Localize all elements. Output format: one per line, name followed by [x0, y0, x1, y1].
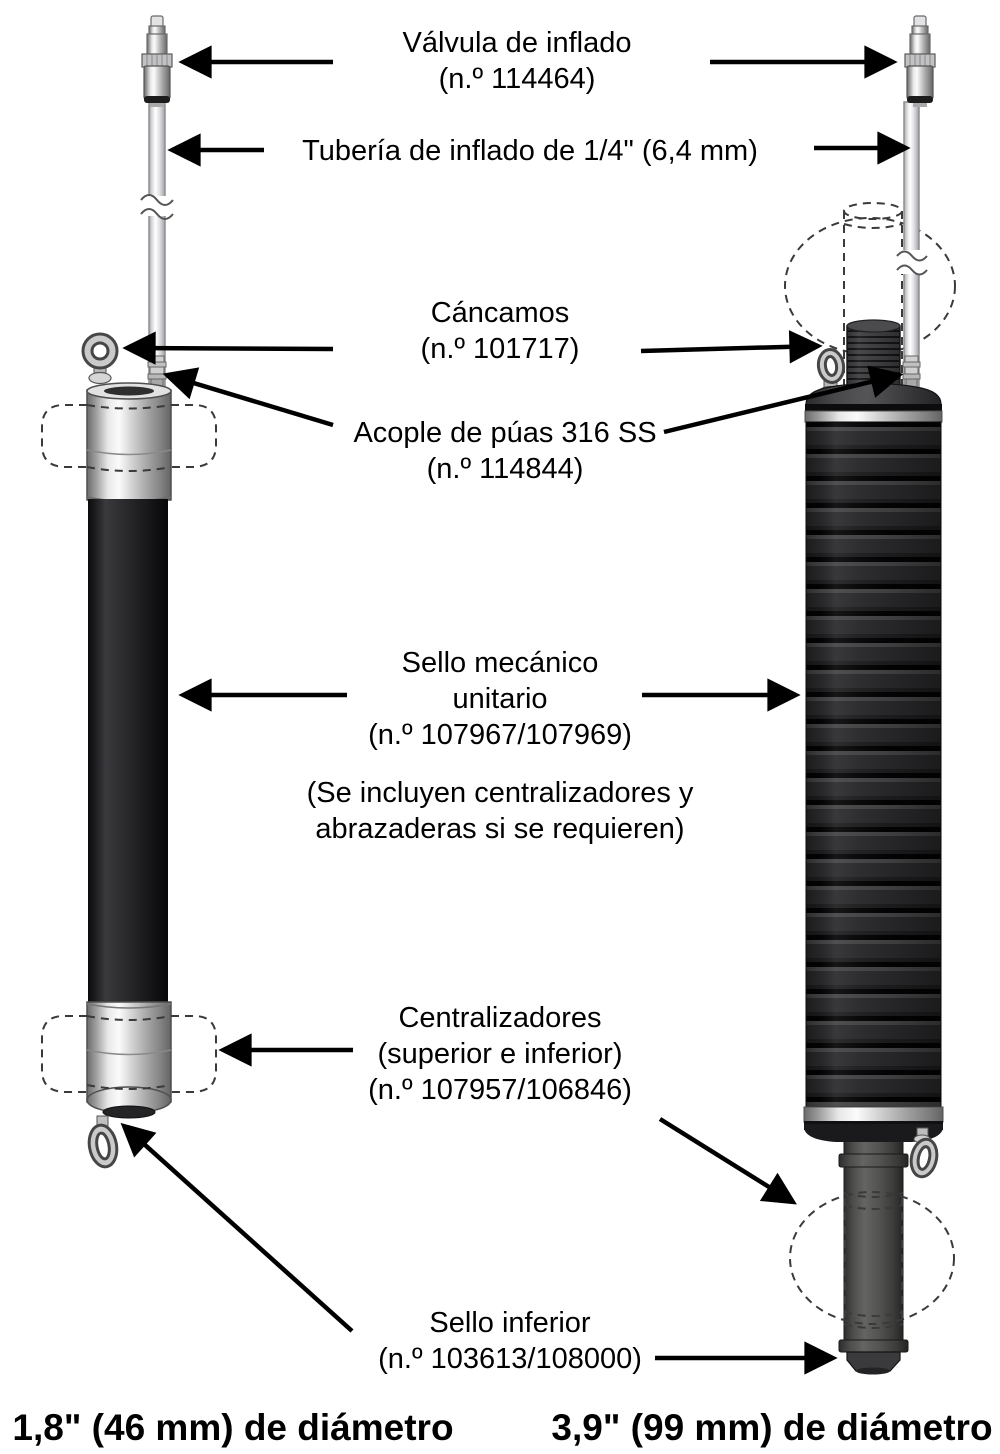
label-acople-line2: (n.º 114844) — [427, 453, 584, 485]
arrow-acople-right — [663, 365, 904, 435]
eye-bolt-left-top — [81, 332, 119, 385]
label-valvula-line2: (n.º 114464) — [439, 63, 596, 95]
label-left-diameter: 1,8" (46 mm) de diámetro — [12, 1407, 453, 1448]
seal-body-left — [88, 499, 168, 1002]
borehole-outline-right-bottom — [789, 1191, 955, 1329]
eye-bolt-left-bottom — [87, 1115, 119, 1169]
centralizer-outline-left-bottom — [41, 1015, 217, 1093]
label-nota-line1: (Se incluyen centralizadores y — [307, 777, 694, 809]
callout-arrows — [120, 45, 911, 1375]
label-cancamos-line2: (n.º 101717) — [421, 333, 580, 365]
label-sello-inferior-line1: Sello inferior — [429, 1307, 591, 1339]
left-seal-assembly — [41, 15, 217, 1169]
arrow-cancamos-right — [640, 330, 823, 364]
seal-body-right — [805, 421, 942, 1108]
inflation-tube-right — [903, 101, 920, 395]
label-centralizadores-line3: (n.º 107957/106846) — [368, 1074, 632, 1106]
tube-break-right — [896, 250, 928, 276]
label-right-diameter: 3,9" (99 mm) de diámetro — [551, 1407, 992, 1448]
arrow-sello-inferior-left — [120, 1122, 354, 1333]
label-centralizadores-line2: (superior e inferior) — [378, 1038, 623, 1070]
callout-labels: Válvula de inflado (n.º 114464) Tubería … — [12, 27, 992, 1448]
tube-break-left — [140, 194, 174, 220]
arrow-centralizadores-right — [658, 1117, 797, 1205]
label-sello-mecanico-line2: unitario — [452, 683, 547, 715]
label-nota-line2: abrazaderas si se requieren) — [315, 813, 684, 845]
label-sello-mecanico-line1: Sello mecánico — [402, 647, 599, 679]
inflation-valve-right — [904, 15, 936, 107]
eye-bolt-right-bottom — [909, 1127, 939, 1179]
top-cap-left — [86, 382, 172, 503]
dome-cap-right — [804, 382, 943, 423]
label-sello-mecanico-line3: (n.º 107967/107969) — [368, 719, 632, 751]
label-tuberia: Tubería de inflado de 1/4" (6,4 mm) — [302, 135, 758, 167]
label-sello-inferior-line2: (n.º 103613/108000) — [378, 1343, 642, 1375]
right-seal-assembly — [784, 15, 956, 1375]
label-acople-line1: Acople de púas 316 SS — [353, 417, 656, 449]
arrow-cancamos-left — [122, 331, 334, 365]
label-cancamos-line1: Cáncamos — [431, 297, 570, 329]
inflation-valve-left — [141, 15, 173, 107]
label-valvula-line1: Válvula de inflado — [403, 27, 632, 59]
borehole-outline-right-top — [784, 202, 956, 392]
centralizer-outline-left-top — [41, 404, 217, 472]
label-centralizadores-line1: Centralizadores — [398, 1002, 601, 1034]
arrow-acople-left — [162, 367, 334, 428]
